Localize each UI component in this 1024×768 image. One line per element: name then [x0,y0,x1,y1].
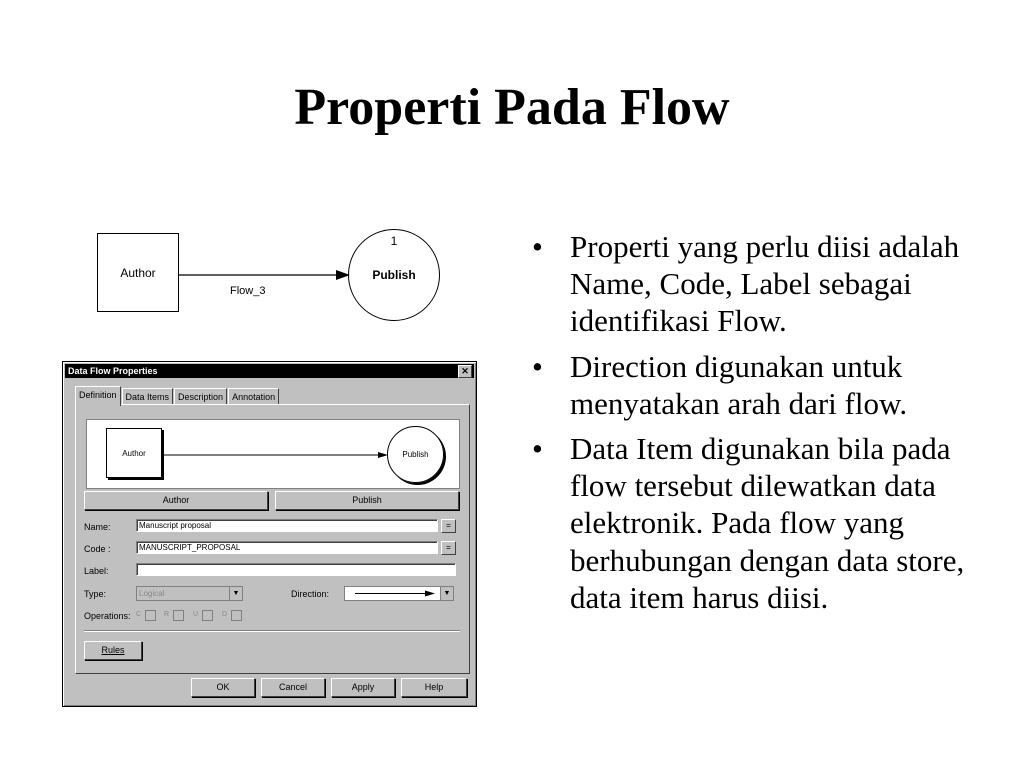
flow-diagram: Author Flow_3 1 Publish [90,222,450,327]
direction-label: Direction: [291,589,330,599]
direction-arrow-icon [355,590,435,597]
tab-annotation[interactable]: Annotation [228,388,280,405]
target-publish-button[interactable]: Publish [275,491,459,510]
flow-arrow-icon [178,270,350,280]
op-r-checkbox[interactable] [173,610,184,621]
op-c-checkbox[interactable] [145,610,156,621]
name-label: Name: [84,522,111,532]
definition-panel: Author Publish Author Publish Name: Manu… [75,404,470,674]
op-d-label: D [222,611,228,618]
operations-label: Operations: [84,611,131,621]
preview-publish-circle: Publish [387,426,444,483]
separator [84,630,460,632]
process-number: 1 [390,234,398,248]
chevron-down-icon[interactable]: ▼ [229,587,242,600]
op-r-label: R [164,611,170,618]
rules-button[interactable]: Rules [84,641,142,660]
label-label: Label: [84,566,109,576]
source-author-button[interactable]: Author [84,491,268,510]
type-select[interactable]: Logical ▼ [136,586,243,601]
op-u-checkbox[interactable] [202,610,213,621]
code-label: Code : [84,544,111,554]
close-icon[interactable]: ✕ [458,365,472,378]
type-value: Logical [139,589,165,598]
author-entity-box: Author [97,233,179,312]
op-u-label: U [193,611,199,618]
name-input[interactable]: Manuscript proposal [136,519,438,532]
dialog-title: Data Flow Properties [68,366,158,376]
slide-title: Properti Pada Flow [294,79,730,136]
flow-preview: Author Publish [86,419,460,489]
op-c-label: C [136,611,142,618]
code-input[interactable]: MANUSCRIPT_PROPOSAL [136,541,438,554]
code-equals-button[interactable]: = [441,541,456,555]
publish-process-circle: 1 Publish [348,229,440,321]
type-label: Type: [84,589,107,599]
tab-definition[interactable]: Definition [75,386,121,406]
direction-select[interactable]: ▼ [344,586,454,601]
bullet-item: Properti yang perlu diisi adalah Name, C… [530,228,1010,340]
data-flow-properties-dialog: Data Flow Properties ✕ Definition Data I… [62,361,477,707]
bullet-list: Properti yang perlu diisi adalah Name, C… [530,228,1010,624]
bullet-item: Data Item digunakan bila pada flow terse… [530,430,1010,616]
name-equals-button[interactable]: = [441,519,456,533]
flow-label: Flow_3 [230,285,266,297]
dialog-titlebar[interactable]: Data Flow Properties ✕ [65,364,474,378]
chevron-down-icon[interactable]: ▼ [440,587,453,600]
tab-description[interactable]: Description [174,388,228,405]
tab-strip: Definition Data Items Description Annota… [75,386,280,406]
op-d-checkbox[interactable] [231,610,242,621]
label-input[interactable] [136,563,456,576]
tab-data-items[interactable]: Data Items [121,388,174,405]
preview-author-box: Author [106,428,162,478]
cancel-button[interactable]: Cancel [261,678,325,697]
help-button[interactable]: Help [401,678,467,697]
apply-button[interactable]: Apply [331,678,395,697]
process-label: Publish [372,268,416,282]
bullet-item: Direction digunakan untuk menyatakan ara… [530,348,1010,422]
preview-arrow-icon [162,452,388,458]
ok-button[interactable]: OK [191,678,255,697]
